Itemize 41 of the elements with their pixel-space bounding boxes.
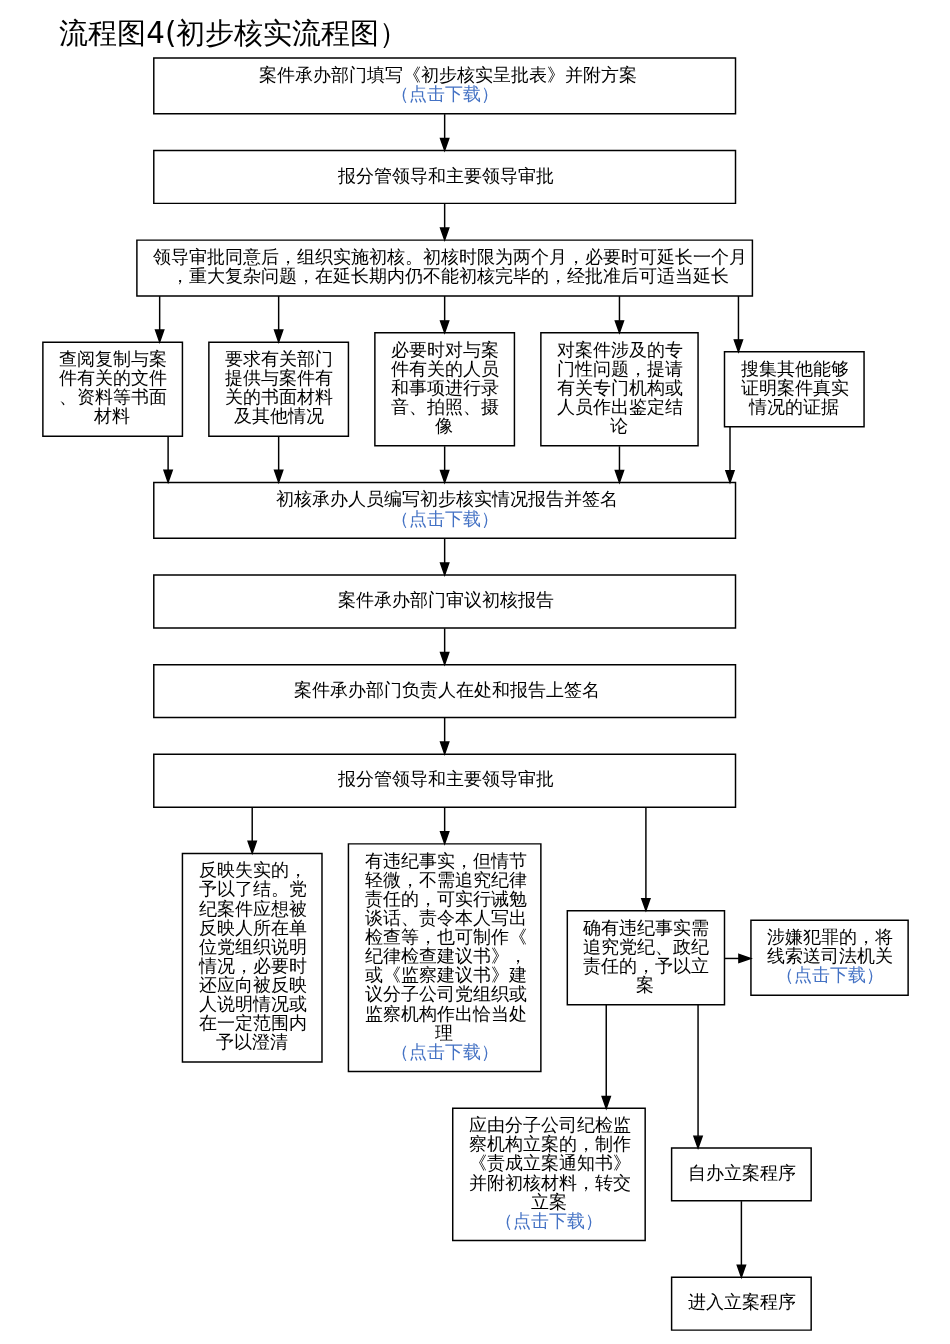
node-box: 查阅复制与案件有关的文件、资料等书面材料 (41, 341, 183, 437)
arrow (439, 445, 450, 485)
arrow (732, 295, 744, 354)
arrow (246, 806, 257, 856)
node-box: 自办立案程序 (670, 1147, 812, 1202)
arrow (640, 806, 651, 913)
arrow (724, 426, 735, 485)
arrow (692, 1004, 703, 1151)
node-box: 搜集其他能够证明案件真实情况的证据 (723, 351, 865, 428)
node-box: 报分管领导和主要领导审批 (152, 149, 736, 205)
arrow (439, 538, 450, 577)
arrow (735, 1200, 747, 1280)
node-box: 确有违纪事实需追究党纪、政纪责任的，予以立案 (566, 909, 725, 1006)
node-box: 初核承办人员编写初步核实情况报告并签名 （点击下载） (152, 481, 736, 540)
arrow (439, 113, 450, 153)
arrow (439, 806, 450, 846)
node-box: 反映失实的，予以了结。党纪案件应想被反映人所在单位党组织说明情况，必要时还应向被反映人说明情况或在一定范围内予以澄清 (181, 852, 323, 1063)
arrow (439, 203, 450, 243)
node-box: 必要时对与案件有关的人员和事项进行录音、拍照、摄像 (373, 331, 515, 447)
node-box: 案件承办部门审议初核报告 (152, 574, 736, 629)
node-box: 应由分子公司纪检监察机构立案的，制作《责成立案通知书》并附初核材料，转交立案 （点击下载） (451, 1107, 646, 1242)
node-box: 要求有关部门提供与案件有关的书面材料及其他情况 (207, 341, 349, 437)
node-box: 报分管领导和主要领导审批 (152, 753, 736, 808)
arrow (273, 435, 284, 485)
arrow (439, 717, 450, 757)
node-box: 涉嫌犯罪的，将线索送司法机关 （点击下载） (749, 919, 909, 996)
node-box: 案件承办部门填写《初步核实呈批表》并附方案 （点击下载） (152, 57, 736, 115)
arrow (613, 445, 625, 485)
node-box: 案件承办部门负责人在处和报告上签名 (152, 663, 736, 719)
node-box: 对案件涉及的专门性问题，提请有关专门机构或人员作出鉴定结论 (539, 331, 699, 447)
arrow (162, 435, 173, 485)
arrow (439, 295, 450, 335)
node-box: 领导审批同意后，组织实施初核。初核时限为两个月，必要时可延长一个月，重大复杂问题，在延长期内仍不能初核完毕的，经批准后可适当延长 (135, 239, 753, 297)
arrow (613, 295, 625, 335)
arrow (273, 295, 284, 345)
arrow (154, 295, 165, 345)
arrow (600, 1004, 611, 1111)
arrow (439, 627, 450, 667)
node-box: 进入立案程序 (670, 1276, 812, 1331)
node-box: 有违纪事实，但情节轻微，不需追究纪律责任的，可实行诫勉谈话、责令本人写出检查等，也可制作《纪律检查建议书》，或《监察建议书》建议分子公司党组织或监察机构作出恰当处理 （点击下载） (347, 843, 542, 1073)
diagram-title: 流程图4(初步核实流程图） (58, 16, 408, 51)
